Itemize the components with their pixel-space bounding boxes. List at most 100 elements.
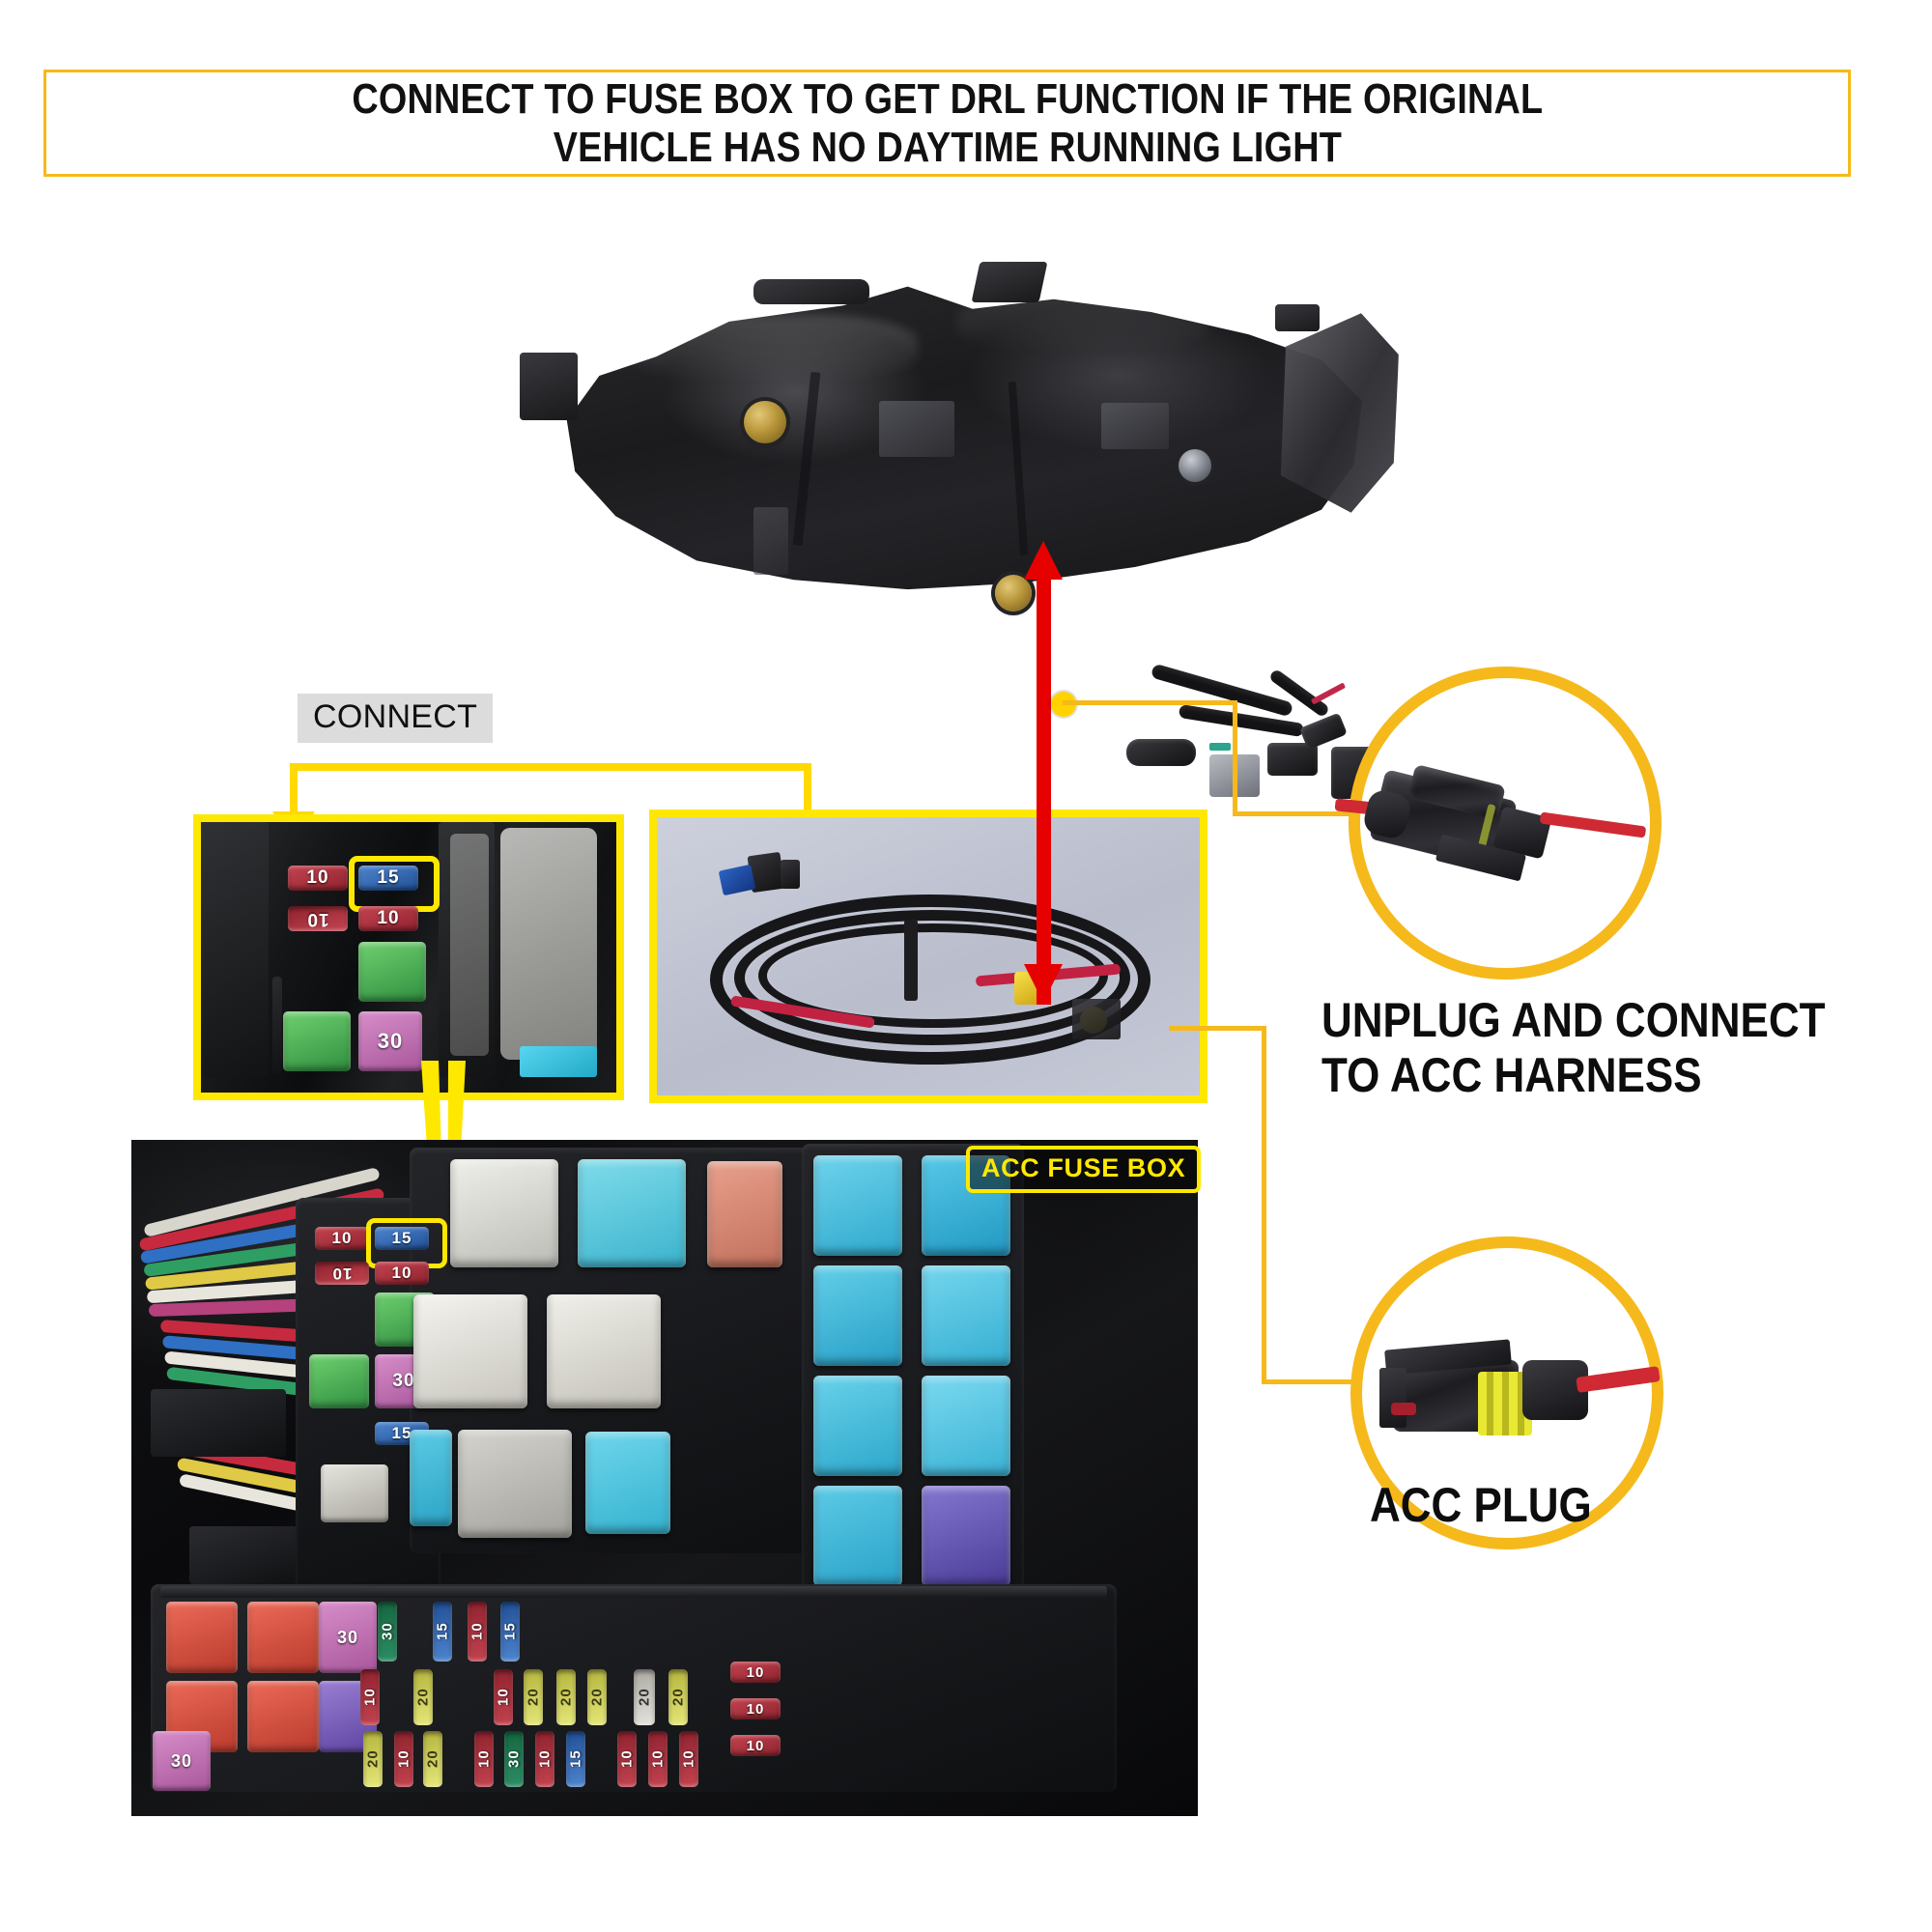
- fusebox-housing: [201, 822, 269, 1077]
- pigtail-red-wire: [1310, 682, 1347, 705]
- fuse-20a: 20: [668, 1669, 688, 1725]
- connector-closeup-image: [1334, 678, 1650, 968]
- bracket-right-leg: [804, 763, 811, 819]
- pigtail-connector: [1126, 739, 1196, 766]
- fuse-10a: 10: [358, 906, 418, 931]
- fuse-10a: 10: [288, 866, 348, 891]
- green-relay-fuse: [309, 1354, 369, 1408]
- fuse-10a: 10: [494, 1669, 513, 1725]
- black-connector-block: [189, 1526, 305, 1584]
- harness-coil: [758, 923, 1108, 1028]
- fuse-10a: 10: [394, 1731, 413, 1787]
- headlight-pivot-screw: [1179, 449, 1211, 482]
- fuse-10a: 10: [474, 1731, 494, 1787]
- fuse-10a: 10: [468, 1602, 487, 1662]
- callout-line: [1262, 1379, 1378, 1384]
- fuse-large-amp: [321, 1464, 388, 1522]
- red-arrow-head: [1024, 541, 1063, 580]
- harness-plug-housing: [1072, 999, 1121, 1039]
- fuse-20a: 20: [413, 1669, 433, 1725]
- wiring-harness-photo: [649, 810, 1208, 1103]
- connect-bracket: [290, 763, 811, 831]
- fuse-10a: 10: [730, 1735, 781, 1756]
- fuse-20a: 20: [423, 1731, 442, 1787]
- callout-line: [1262, 1026, 1266, 1383]
- engine-bay-fusebox-photo: 10 15 10 10 30 15: [131, 1140, 1198, 1816]
- red-arrow-shaft: [1037, 574, 1051, 1005]
- fuse-10a: 10: [648, 1731, 668, 1787]
- callout-line: [1233, 700, 1237, 816]
- fuse-10a: 10: [617, 1731, 637, 1787]
- green-relay-fuse: [358, 942, 426, 1002]
- connect-label: CONNECT: [298, 694, 494, 743]
- bracket-left-leg: [290, 763, 298, 819]
- relay: [585, 1432, 670, 1534]
- headlight-mount-tab: [753, 279, 869, 304]
- relay: [922, 1486, 1010, 1586]
- relay: [413, 1294, 527, 1408]
- fuse-30a: 30: [378, 1602, 397, 1662]
- fusebox-housing: [439, 822, 495, 1077]
- fuse-10a: 10: [679, 1731, 698, 1787]
- relay: [813, 1265, 902, 1366]
- headlight-mount-tab: [1275, 304, 1320, 331]
- acc-plug-red-tip: [1391, 1403, 1416, 1415]
- relay: [707, 1161, 782, 1267]
- red-down-arrow-icon: [1024, 947, 1063, 1005]
- acc-plug-closeup-image: [1362, 1248, 1661, 1538]
- fuse-30a: 30: [319, 1602, 377, 1673]
- acc-plug-tab: [1379, 1368, 1406, 1428]
- acc-plug-label: ACC PLUG: [1370, 1478, 1592, 1532]
- relay: [450, 1159, 558, 1267]
- callout-line: [1063, 700, 1236, 705]
- fuse-20a: 20: [524, 1669, 543, 1725]
- connector-closeup-circle: [1334, 667, 1662, 980]
- fuse-15a-highlighted: 15: [358, 866, 418, 891]
- relay: [922, 1265, 1010, 1366]
- headlight-mount-tab: [520, 353, 578, 420]
- bracket-horizontal: [290, 763, 811, 771]
- fuse-10a: 10: [360, 1669, 380, 1725]
- headlight-housing-body: [566, 286, 1362, 590]
- black-connector-block: [151, 1389, 286, 1457]
- headlight-lens-edge: [1280, 313, 1399, 513]
- fusebox-rail: [272, 977, 282, 1073]
- unplug-connect-label: UNPLUG AND CONNECT TO ACC HARNESS: [1321, 993, 1826, 1102]
- callout-line: [1169, 1026, 1265, 1031]
- harness-cable-tie: [904, 920, 918, 1001]
- pigtail-teal-marker: [1209, 743, 1231, 751]
- fuse-10a: 10: [288, 906, 348, 931]
- page-title: CONNECT TO FUSE BOX TO GET DRL FUNCTION …: [351, 75, 1543, 171]
- fusebox-bracket: [450, 834, 489, 1056]
- headlight-adjuster-screw: [744, 401, 786, 443]
- fuse-30a: 30: [153, 1731, 211, 1791]
- fusebox-closeup-photo: 10 15 10 10 30: [193, 814, 624, 1100]
- fuse-10a: 10: [315, 1262, 369, 1285]
- headlight-panel: [879, 401, 954, 457]
- green-relay-fuse: [283, 1011, 351, 1071]
- headlight-mount-tab: [971, 262, 1048, 302]
- fuse-large-red: [247, 1602, 319, 1673]
- fuse-tray-bar: [160, 1586, 1107, 1598]
- headlight-panel: [1101, 403, 1169, 449]
- headlight-panel: [753, 507, 788, 575]
- headlight-housing-photo: [512, 256, 1420, 799]
- connector-red-wire: [1539, 811, 1647, 838]
- relay: [813, 1376, 902, 1476]
- fuse-10a: 10: [535, 1731, 554, 1787]
- relay: [458, 1430, 572, 1538]
- fuse-large-red: [166, 1602, 238, 1673]
- fuse-15a-highlighted: 15: [375, 1227, 429, 1250]
- title-banner: CONNECT TO FUSE BOX TO GET DRL FUNCTION …: [43, 70, 1851, 177]
- fuse-15a: 15: [433, 1602, 452, 1662]
- fuse-30a: 30: [504, 1731, 524, 1787]
- fuse-10a: 10: [375, 1262, 429, 1285]
- red-up-arrow-icon: [1024, 541, 1063, 1005]
- acc-fuse-box-badge: ACC FUSE BOX: [966, 1146, 1202, 1193]
- reservoir-tank: [500, 828, 597, 1060]
- callout-line: [1233, 811, 1378, 816]
- relay: [410, 1430, 452, 1526]
- harness-black-connector: [781, 860, 800, 889]
- fuse-10a: 10: [730, 1698, 781, 1719]
